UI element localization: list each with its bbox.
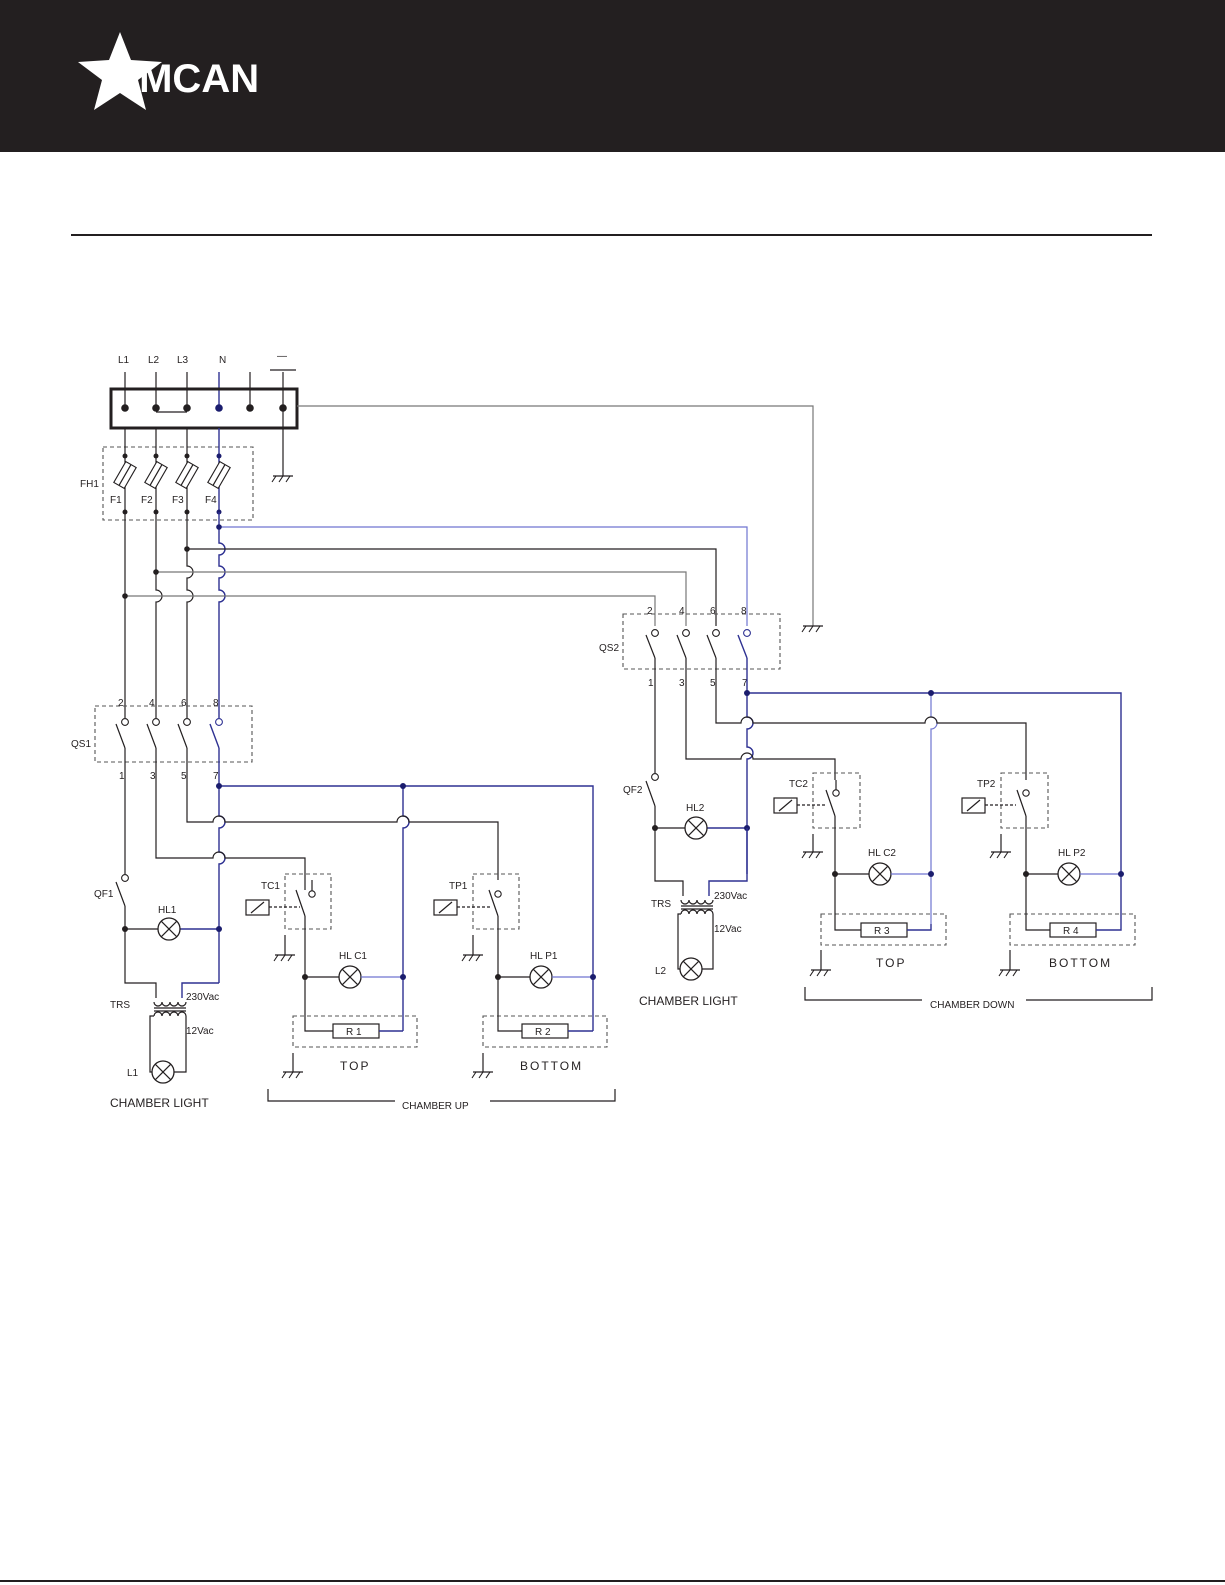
chamber-light-caption-up: CHAMBER LIGHT [110, 1096, 209, 1110]
label-hl1: HL1 [158, 905, 177, 916]
label-r1: R 1 [346, 1027, 362, 1038]
terminal-block [111, 389, 297, 428]
transformer-primary-icon [154, 1002, 186, 1006]
label-bottom-up: BOTTOM [520, 1059, 583, 1073]
label-f3: F3 [172, 495, 184, 506]
qs1-terminal-3: 3 [150, 771, 156, 782]
qs1-terminal-6: 6 [181, 698, 187, 709]
label-hlc2: HL C2 [868, 848, 896, 859]
label-hl2: HL2 [686, 803, 705, 814]
chamber-down-circuit: QF2 HL2 TRS 230Vac 12Vac L2 CHAMBER LIGH… [623, 676, 1152, 1011]
label-qs1: QS1 [71, 739, 91, 750]
label-hlc1: HL C1 [339, 951, 367, 962]
qs2-terminal-3: 3 [679, 678, 685, 689]
label-230vac-down: 230Vac [714, 891, 747, 902]
label-r4: R 4 [1063, 926, 1079, 937]
label-l3: L3 [177, 355, 189, 366]
qs2-terminal-8: 8 [741, 606, 747, 617]
label-trs-up: TRS [110, 1000, 130, 1011]
label-bottom-down: BOTTOM [1049, 956, 1112, 970]
label-tp2: TP2 [977, 779, 996, 790]
chamber-up-label: CHAMBER UP [402, 1101, 469, 1112]
label-qf2: QF2 [623, 785, 643, 796]
transformer-secondary-2-icon [681, 910, 713, 914]
switch-qs1: QS1 2 4 6 8 1 3 5 7 [71, 698, 252, 782]
footer-divider [0, 1580, 1225, 1582]
chamber-light-caption-down: CHAMBER LIGHT [639, 994, 738, 1008]
label-230vac-up: 230Vac [186, 992, 219, 1003]
transformer-primary-2-icon [681, 900, 713, 904]
qs1-terminal-1: 1 [119, 771, 125, 782]
qs2-terminal-5: 5 [710, 678, 716, 689]
qs2-terminal-1: 1 [648, 678, 654, 689]
transformer-secondary-icon [154, 1012, 186, 1016]
switch-qs2: QS2 2 4 6 8 1 3 5 7 [599, 606, 780, 689]
lamp-hl1-icon [158, 918, 180, 940]
label-fh1: FH1 [80, 479, 99, 490]
label-qs2: QS2 [599, 643, 619, 654]
label-tp1: TP1 [449, 881, 468, 892]
lamp-hlp2-icon [1058, 863, 1080, 885]
label-top-down: TOP [876, 956, 906, 970]
label-hlp2: HL P2 [1058, 848, 1086, 859]
label-f1: F1 [110, 495, 122, 506]
chamber-down-label: CHAMBER DOWN [930, 1000, 1014, 1011]
qs1-terminal-4: 4 [149, 698, 155, 709]
label-r3: R 3 [874, 926, 890, 937]
label-lamp-l1: L1 [127, 1068, 139, 1079]
qs2-terminal-4: 4 [679, 606, 685, 617]
qs1-terminal-7: 7 [213, 771, 219, 782]
fuse-holder-fh1: FH1 F1 F2 F3 F4 [80, 428, 253, 520]
qs1-terminal-2: 2 [118, 698, 124, 709]
qs1-terminal-8: 8 [213, 698, 219, 709]
label-top-up: TOP [340, 1059, 370, 1073]
label-r2: R 2 [535, 1027, 551, 1038]
label-hlp1: HL P1 [530, 951, 558, 962]
label-tc2: TC2 [789, 779, 808, 790]
qs1-terminal-5: 5 [181, 771, 187, 782]
label-tc1: TC1 [261, 881, 280, 892]
label-f2: F2 [141, 495, 153, 506]
lamp-hl2-icon [685, 817, 707, 839]
lamp-hlc1-icon [339, 966, 361, 988]
label-l1: L1 [118, 355, 130, 366]
chamber-up-circuit: QF1 HL1 TRS 230Vac 12Vac L1 CHAMBER LIGH… [94, 770, 615, 1112]
label-lamp-l2: L2 [655, 966, 667, 977]
qs2-terminal-2: 2 [647, 606, 653, 617]
label-12vac-up: 12Vac [186, 1026, 214, 1037]
label-f4: F4 [205, 495, 217, 506]
lamp-hlp1-icon [530, 966, 552, 988]
label-qf1: QF1 [94, 889, 114, 900]
label-l2: L2 [148, 355, 160, 366]
label-n: N [219, 355, 226, 366]
label-ground-symbol: — [277, 351, 287, 362]
chamber-lamp-l1-icon [152, 1061, 174, 1083]
qs2-terminal-6: 6 [710, 606, 716, 617]
label-trs-down: TRS [651, 899, 671, 910]
chamber-lamp-l2-icon [680, 958, 702, 980]
label-12vac-down: 12Vac [714, 924, 742, 935]
lamp-hlc2-icon [869, 863, 891, 885]
